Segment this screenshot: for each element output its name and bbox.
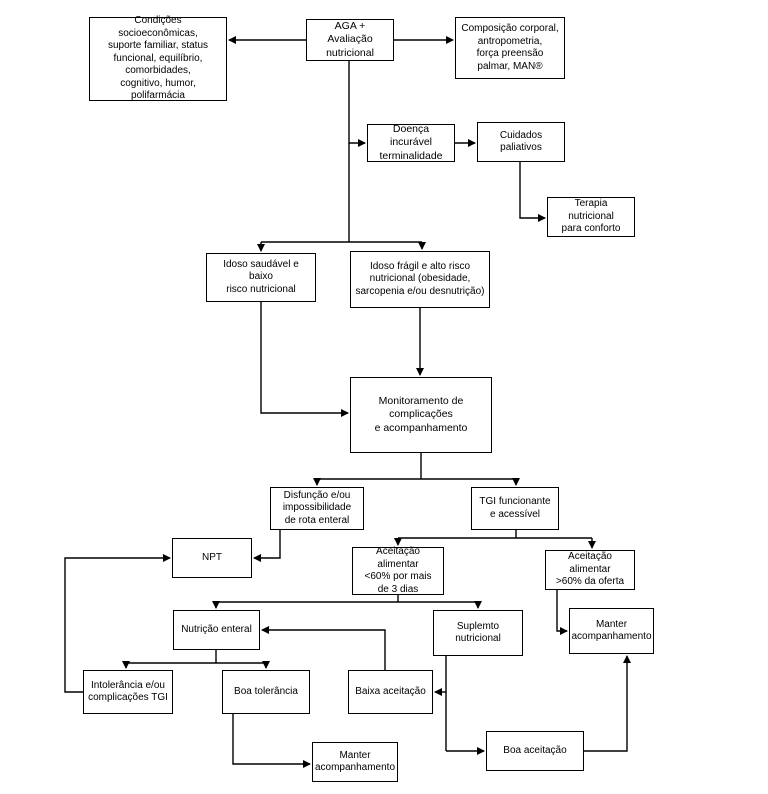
edge-boa-aceitacao-manter: [584, 655, 631, 752]
node-aga: AGA + Avaliação nutricional: [306, 19, 394, 61]
edge-cuidados-terapia: [519, 162, 546, 222]
node-composicao: Composição corporal, antropometria, forç…: [455, 17, 565, 79]
node-manter-1: Manter acompanhamento: [569, 608, 654, 654]
edge-disfuncao-npt: [253, 530, 281, 562]
node-cuidados: Cuidados paliativos: [477, 122, 565, 162]
node-terapia: Terapia nutricional para conforto: [547, 197, 635, 237]
node-npt: NPT: [172, 538, 252, 578]
node-suplemento: Suplemto nutricional: [433, 610, 523, 656]
node-disfuncao: Disfunção e/ou impossibilidade de rota e…: [270, 487, 364, 530]
node-monitoramento: Monitoramento de complicações e acompanh…: [350, 377, 492, 453]
edge-aceitacao-alta-manter: [556, 590, 568, 635]
node-boa-tolerancia: Boa tolerância: [222, 670, 310, 714]
node-nutricao-enteral: Nutrição enteral: [173, 610, 260, 650]
edge-saudavel-monitoramento: [260, 302, 349, 417]
edge-aga-doenca: [348, 61, 366, 147]
node-baixa-aceitacao: Baixa aceitação: [348, 670, 433, 714]
node-doenca: Doença incurável terminalidade: [367, 123, 455, 162]
node-aceitacao-alta: Aceitação alimentar >60% da oferta: [545, 550, 635, 590]
node-intolerancia: Intolerância e/ou complicações TGI: [83, 670, 173, 714]
node-saudavel: Idoso saudável e baixo risco nutricional: [206, 253, 316, 302]
edge-baixa-aceitacao-enteral: [261, 626, 386, 670]
node-aceitacao-baixa: Aceitação alimentar <60% por mais de 3 d…: [352, 546, 444, 595]
edge-intolerancia-npt: [64, 554, 171, 693]
node-condicoes: Condições socioeconômicas, suporte famil…: [89, 15, 227, 101]
node-boa-aceitacao: Boa aceitação: [486, 731, 584, 771]
node-fragil: Idoso frágil e alto risco nutricional (o…: [350, 251, 490, 308]
edge-boa-tolerancia-manter: [232, 714, 311, 768]
node-tgi: TGI funcionante e acessível: [471, 487, 559, 530]
node-manter-2: Manter acompanhamento: [312, 742, 398, 782]
